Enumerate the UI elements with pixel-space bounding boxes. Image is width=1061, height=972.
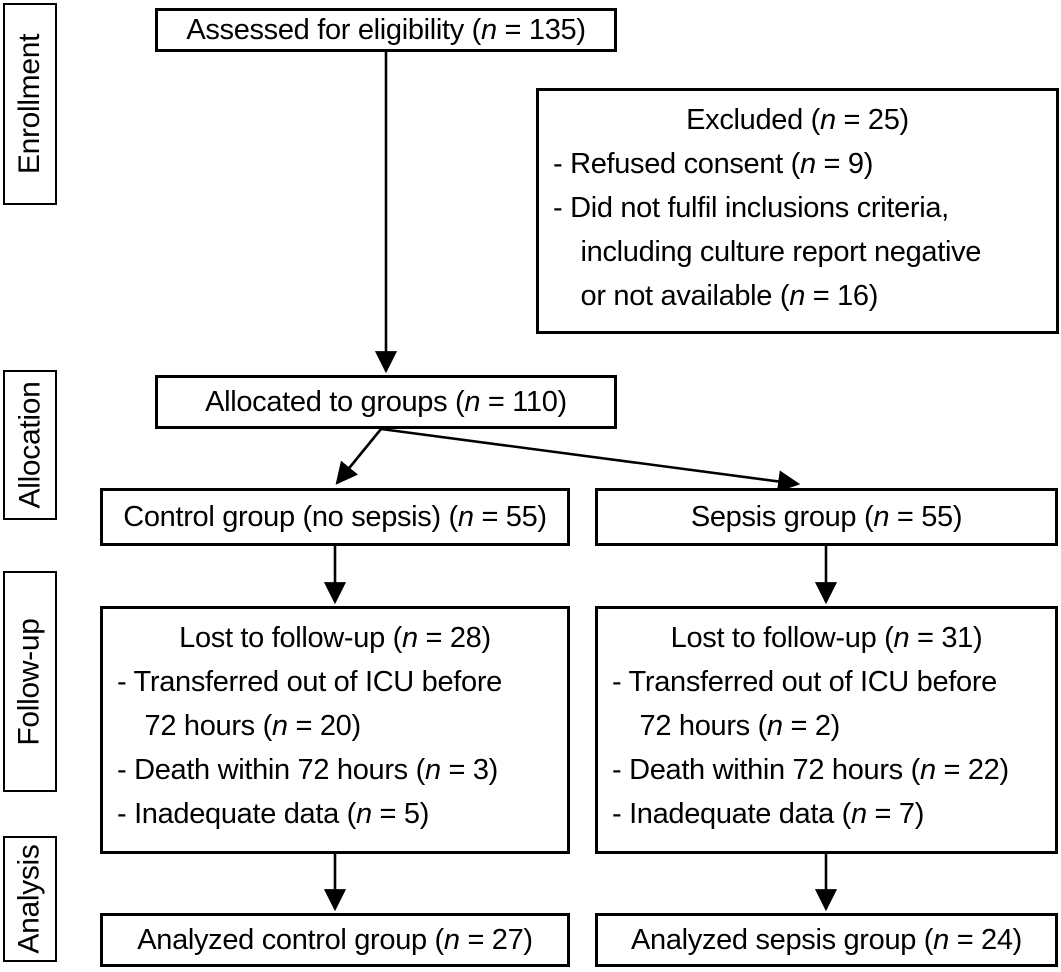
box-control-group: Control group (no sepsis) (n = 55): [100, 488, 570, 546]
box-analyzed-control: Analyzed control group (n = 27): [100, 913, 570, 967]
box-title: Lost to follow-up (n = 28): [179, 622, 491, 654]
stage-label-text: Follow-up: [13, 617, 47, 746]
box-sepsis-group: Sepsis group (n = 55): [595, 488, 1058, 546]
box-text: Sepsis group (n = 55): [690, 500, 963, 533]
box-text: Analyzed sepsis group (n = 24): [631, 923, 1022, 956]
box-text: Assessed for eligibility (n = 135): [186, 13, 586, 46]
excluded-item: - Refused consent (n = 9): [553, 148, 874, 180]
box-text: Control group (no sepsis) (n = 55): [123, 500, 547, 533]
followup-item: - Transferred out of ICU before 72 hours…: [117, 666, 502, 742]
box-assessed-eligibility: Assessed for eligibility (n = 135): [155, 8, 617, 52]
stage-label-text: Analysis: [13, 844, 46, 954]
stage-label-allocation: Allocation: [3, 370, 57, 520]
box-text: Allocated to groups (n = 110): [205, 385, 567, 418]
box-text: Analyzed control group (n = 27): [137, 923, 533, 956]
stage-label-text: Enrollment: [13, 33, 47, 175]
box-allocated: Allocated to groups (n = 110): [155, 375, 617, 429]
box-sepsis-followup: Lost to follow-up (n = 31) - Transferred…: [595, 606, 1058, 854]
box-excluded: Excluded (n = 25) - Refused consent (n =…: [536, 88, 1059, 334]
box-control-followup: Lost to follow-up (n = 28) - Transferred…: [100, 606, 570, 854]
stage-label-text: Allocation: [13, 381, 47, 509]
arrow-allocated-to-sepsis: [380, 427, 801, 493]
followup-item: - Transferred out of ICU before 72 hours…: [612, 666, 997, 742]
excluded-item: - Did not fulfil inclusions criteria, in…: [553, 192, 982, 312]
followup-item: - Inadequate data (n = 7): [612, 798, 925, 830]
stage-label-analysis: Analysis: [3, 836, 57, 962]
box-title: Excluded (n = 25): [686, 104, 909, 136]
arrow-allocated-to-control: [335, 428, 383, 485]
box-analyzed-sepsis: Analyzed sepsis group (n = 24): [595, 913, 1058, 967]
followup-item: - Death within 72 hours (n = 22): [612, 754, 1009, 786]
stage-label-followup: Follow-up: [3, 571, 57, 792]
stage-label-enrollment: Enrollment: [3, 3, 57, 205]
box-title: Lost to follow-up (n = 31): [670, 622, 983, 654]
followup-item: - Inadequate data (n = 5): [117, 798, 430, 830]
followup-item: - Death within 72 hours (n = 3): [117, 754, 498, 786]
